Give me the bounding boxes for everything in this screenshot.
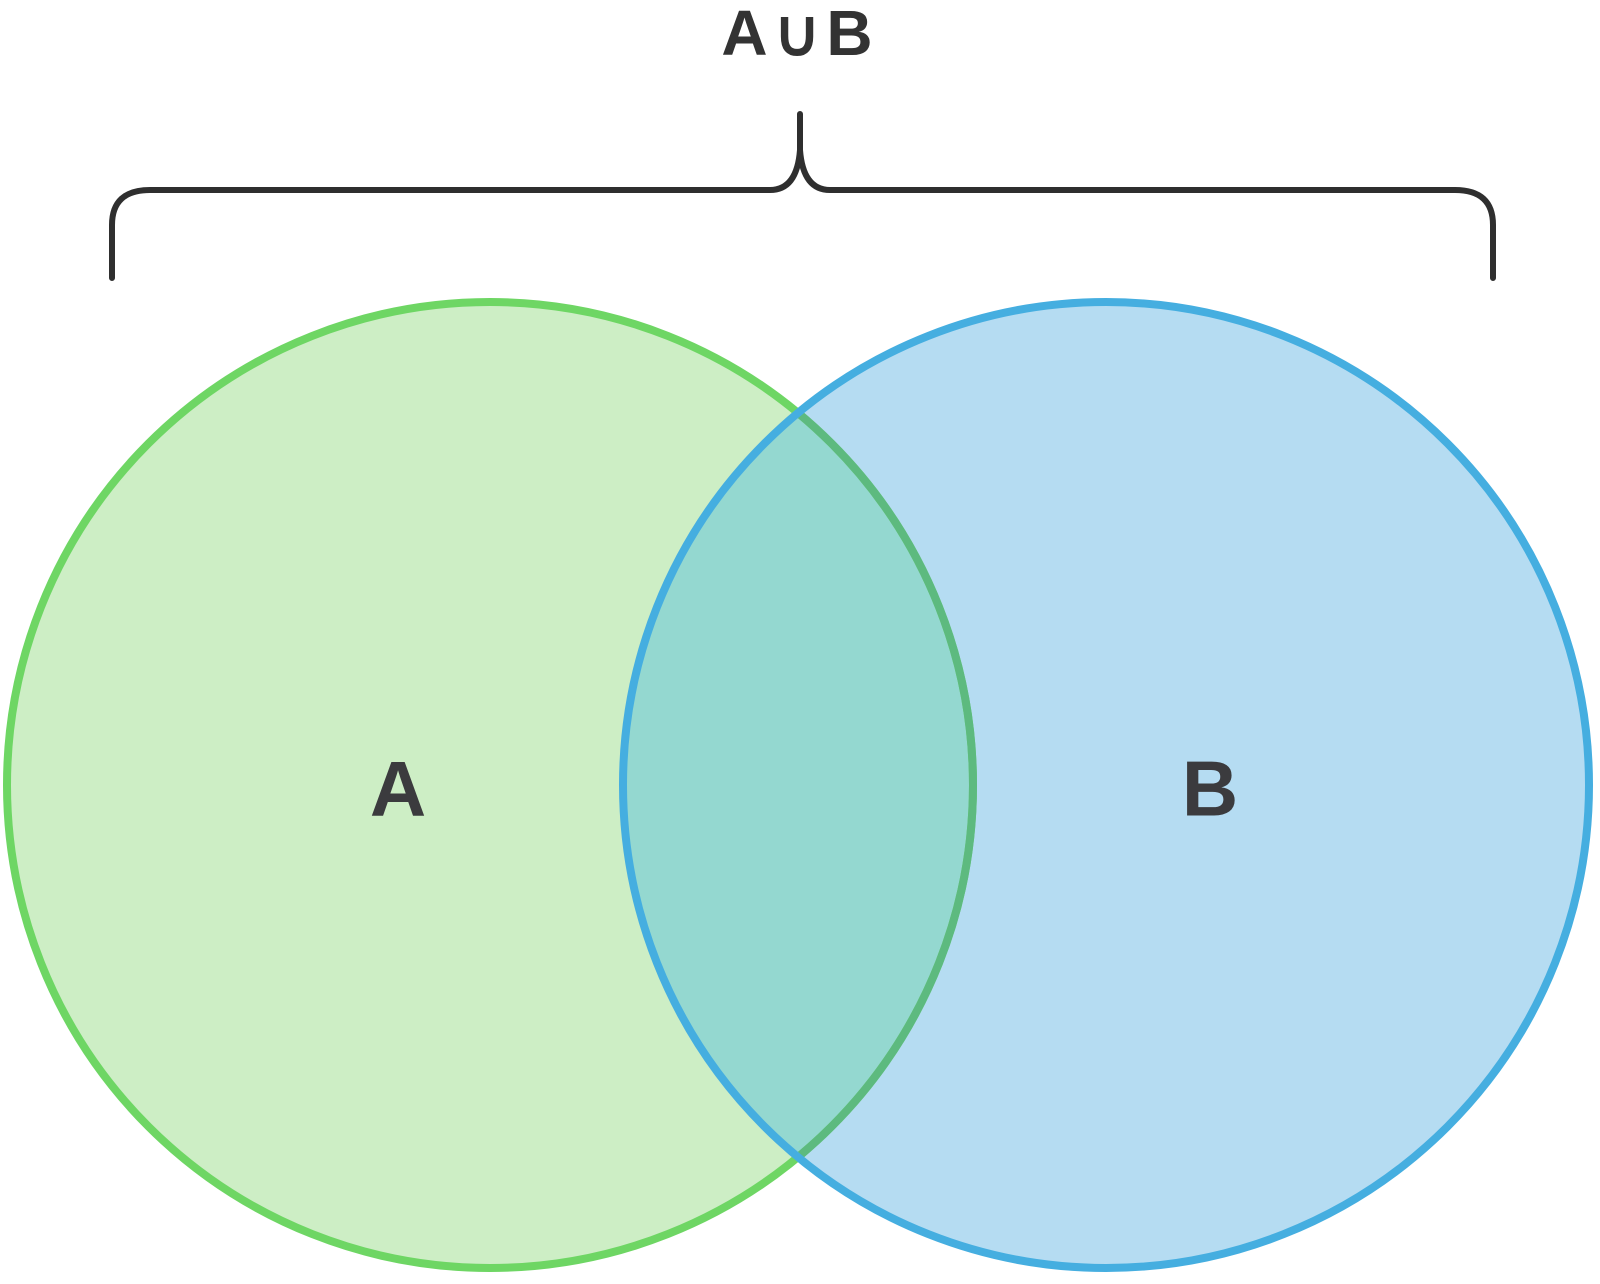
- set-intersection-fill: [623, 302, 973, 1268]
- curly-brace-path: [109, 111, 1496, 281]
- set-b-outline: [619, 298, 1593, 1272]
- set-a-label: A: [370, 745, 426, 833]
- set-a-outline-blend: [623, 302, 977, 1268]
- page-title: A∪B: [721, 0, 878, 69]
- set-intersection: [623, 302, 973, 1268]
- set-b-label: B: [1182, 745, 1238, 833]
- set-a-outline-over-b: [623, 302, 977, 1268]
- curly-brace: [109, 111, 1496, 281]
